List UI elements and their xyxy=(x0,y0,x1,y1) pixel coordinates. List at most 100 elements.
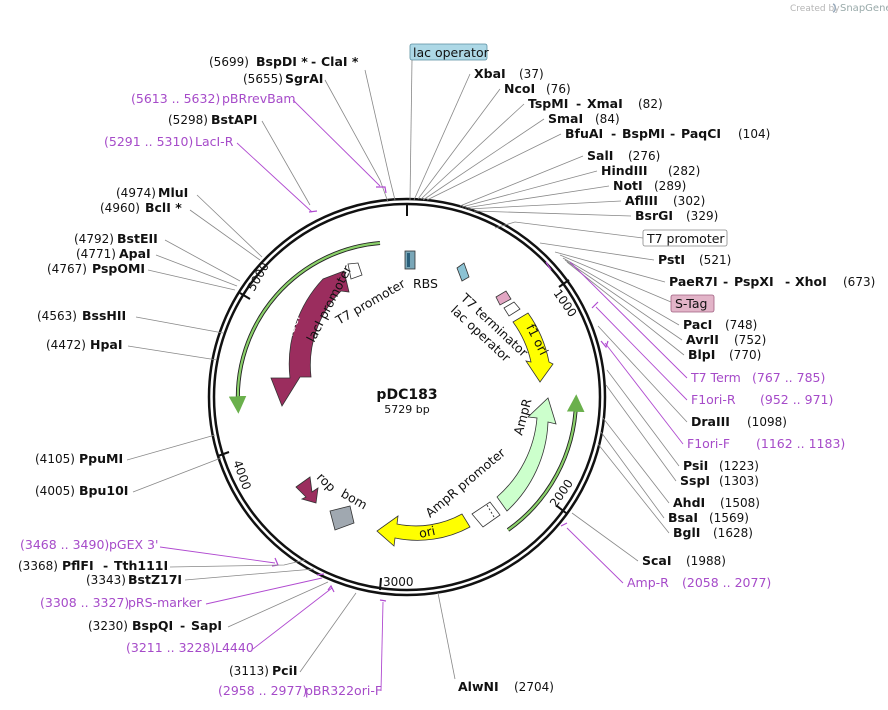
svg-text:-: - xyxy=(723,274,728,289)
t7-promoter-box: T7 promoter xyxy=(494,221,728,247)
site-alwni[interactable]: AlwNI (2704) xyxy=(437,592,554,694)
site-noti[interactable]: NotI (289) xyxy=(464,178,686,209)
svg-text:lac operator: lac operator xyxy=(413,45,490,60)
svg-text:(37): (37) xyxy=(519,67,544,81)
svg-text:(5291 .. 5310): (5291 .. 5310) xyxy=(104,134,193,149)
site-scai[interactable]: ScaI (1988) xyxy=(571,512,726,568)
primer-amp-r[interactable]: Amp-R (2058 .. 2077) xyxy=(560,522,771,590)
svg-text:PspOMI: PspOMI xyxy=(92,261,145,276)
site-bpu10i[interactable]: (4005) Bpu10I xyxy=(35,457,222,498)
site-ncoi[interactable]: NcoI (76) xyxy=(417,81,571,200)
site-pspomi[interactable]: (4767) PspOMI xyxy=(47,261,236,291)
tick-3000: 3000 xyxy=(379,575,414,591)
svg-text:-: - xyxy=(576,96,581,111)
site-sspi[interactable]: SspI (1303) xyxy=(605,384,759,488)
site-afliii[interactable]: AflIII (302) xyxy=(467,193,705,210)
svg-text:BssHII: BssHII xyxy=(82,308,126,323)
primer-laci-r[interactable]: (5291 .. 5310) LacI-R xyxy=(104,134,318,213)
svg-text:DraIII: DraIII xyxy=(691,414,730,429)
site-bspqi-sapi[interactable]: (3230) BspQI - SapI xyxy=(88,581,329,633)
svg-text:(4960): (4960) xyxy=(100,201,140,215)
svg-text:(2958 .. 2977): (2958 .. 2977) xyxy=(218,683,307,698)
svg-text:(76): (76) xyxy=(546,82,571,96)
site-bstapi[interactable]: (5298) BstAPI xyxy=(168,112,311,206)
ampr-feature xyxy=(496,397,557,512)
svg-text:(276): (276) xyxy=(628,149,660,163)
site-busshii[interactable]: (4563) BssHII xyxy=(37,308,224,334)
svg-text:BstZ17I: BstZ17I xyxy=(128,572,182,587)
primer-t7-term[interactable]: T7 Term (767 .. 785) xyxy=(545,261,825,385)
site-bsteii[interactable]: (4792) BstEII xyxy=(74,231,241,282)
site-sgrai[interactable]: (5655) SgrAI xyxy=(243,71,389,203)
svg-text:HindIII: HindIII xyxy=(601,163,648,178)
primer-f1ori-r[interactable]: F1ori-R (952 .. 971) xyxy=(591,301,833,407)
site-smai[interactable]: SmaI (84) xyxy=(422,111,620,201)
site-ahdi[interactable]: AhdI (1508) xyxy=(602,417,760,510)
site-bsrgi[interactable]: BsrGI (329) xyxy=(473,208,718,223)
rbs-label: RBS xyxy=(413,276,438,291)
svg-text:pRS-marker: pRS-marker xyxy=(128,595,203,610)
laci-promoter-feature xyxy=(347,262,363,280)
svg-text:(767 .. 785): (767 .. 785) xyxy=(752,370,825,385)
svg-text:L4440: L4440 xyxy=(215,640,254,655)
site-hpai[interactable]: (4472) HpaI xyxy=(46,337,218,361)
site-tspmi-xmai[interactable]: TspMI - XmaI (82) xyxy=(420,96,663,200)
site-bspdi-clai[interactable]: (5699) BspDI * - ClaI * xyxy=(209,54,396,201)
site-draiii[interactable]: DraIII (1098) xyxy=(597,325,787,429)
svg-text:(4005): (4005) xyxy=(35,484,75,498)
svg-text:(4974): (4974) xyxy=(116,186,156,200)
svg-text:(289): (289) xyxy=(654,179,686,193)
site-paer7i-pspxi-xhoi[interactable]: PaeR7I - PspXI - XhoI (673) xyxy=(554,251,875,289)
bom-feature xyxy=(329,505,355,531)
svg-text:(5699): (5699) xyxy=(209,55,249,69)
svg-text:(5655): (5655) xyxy=(243,72,283,86)
svg-text:(1988): (1988) xyxy=(686,554,726,568)
site-hindiii[interactable]: HindIII (282) xyxy=(461,163,700,208)
primer-pgex3[interactable]: (3468 .. 3490) pGEX 3' xyxy=(20,537,279,567)
svg-text:XbaI: XbaI xyxy=(474,66,506,81)
svg-text:(1303): (1303) xyxy=(719,474,759,488)
site-apai[interactable]: (4771) ApaI xyxy=(76,246,238,287)
lac-operator-inner-feature xyxy=(456,262,470,282)
site-bcli[interactable]: (4960) BclI * xyxy=(100,200,261,261)
svg-text:PflFI: PflFI xyxy=(62,558,94,573)
site-ppumi[interactable]: (4105) PpuMI xyxy=(35,434,216,466)
site-xbai[interactable]: XbaI (37) xyxy=(413,66,544,201)
svg-text:pGEX 3': pGEX 3' xyxy=(109,537,158,552)
primer-pbr322ori-f[interactable]: (2958 .. 2977) pBR322ori-F xyxy=(218,599,387,698)
primer-pbrrevbam[interactable]: (5613 .. 5632) pBRrevBam xyxy=(131,91,387,194)
site-psii[interactable]: PsiI (1223) xyxy=(606,369,759,473)
svg-text:AhdI: AhdI xyxy=(673,495,705,510)
primer-l4440[interactable]: (3211 .. 3228) L4440 xyxy=(126,584,335,655)
site-bgli[interactable]: BglI (1628) xyxy=(597,443,753,540)
svg-text:(3343): (3343) xyxy=(86,573,126,587)
svg-text:(1162 .. 1183): (1162 .. 1183) xyxy=(756,436,845,451)
svg-text:SnapGene: SnapGene xyxy=(840,3,888,14)
site-paci[interactable]: PacI (748) xyxy=(562,257,757,332)
svg-text:ScaI: ScaI xyxy=(642,553,672,568)
svg-text:ClaI *: ClaI * xyxy=(321,54,359,69)
primer-prs-marker[interactable]: (3308 .. 3327) pRS-marker xyxy=(40,573,325,610)
svg-text:BsrGI: BsrGI xyxy=(635,208,673,223)
laci-feature xyxy=(270,270,350,407)
svg-text:T7 promoter: T7 promoter xyxy=(646,231,725,246)
svg-text:NcoI: NcoI xyxy=(504,81,535,96)
site-pcii[interactable]: (3113) PciI xyxy=(229,592,357,678)
site-avrii[interactable]: AvrII (752) xyxy=(564,259,766,347)
f1-ori-feature xyxy=(512,312,554,383)
site-pflfi-tth111i[interactable]: (3368) PflFI - Tth111I xyxy=(18,558,306,573)
primer-f1ori-f[interactable]: F1ori-F (1162 .. 1183) xyxy=(600,340,845,451)
svg-text:BclI *: BclI * xyxy=(145,200,182,215)
site-psti[interactable]: PstI (521) xyxy=(539,242,731,267)
site-mlui[interactable]: (4974) MluI xyxy=(116,185,263,258)
svg-text:BspQI: BspQI xyxy=(132,618,173,633)
svg-text:(1508): (1508) xyxy=(720,496,760,510)
svg-text:(1628): (1628) xyxy=(713,526,753,540)
site-bfuai-bspmi-paqci[interactable]: BfuAI - BspMI - PaqCI (104) xyxy=(426,126,770,201)
site-sali[interactable]: SalI (276) xyxy=(459,148,660,207)
svg-text:BlpI: BlpI xyxy=(688,347,715,362)
svg-text:pBR322ori-F: pBR322ori-F xyxy=(305,683,382,698)
site-bsai[interactable]: BsaI (1569) xyxy=(600,431,749,525)
site-bstz17i[interactable]: (3343) BstZ17I xyxy=(86,568,315,587)
site-blpi[interactable]: BlpI (770) xyxy=(566,261,761,362)
